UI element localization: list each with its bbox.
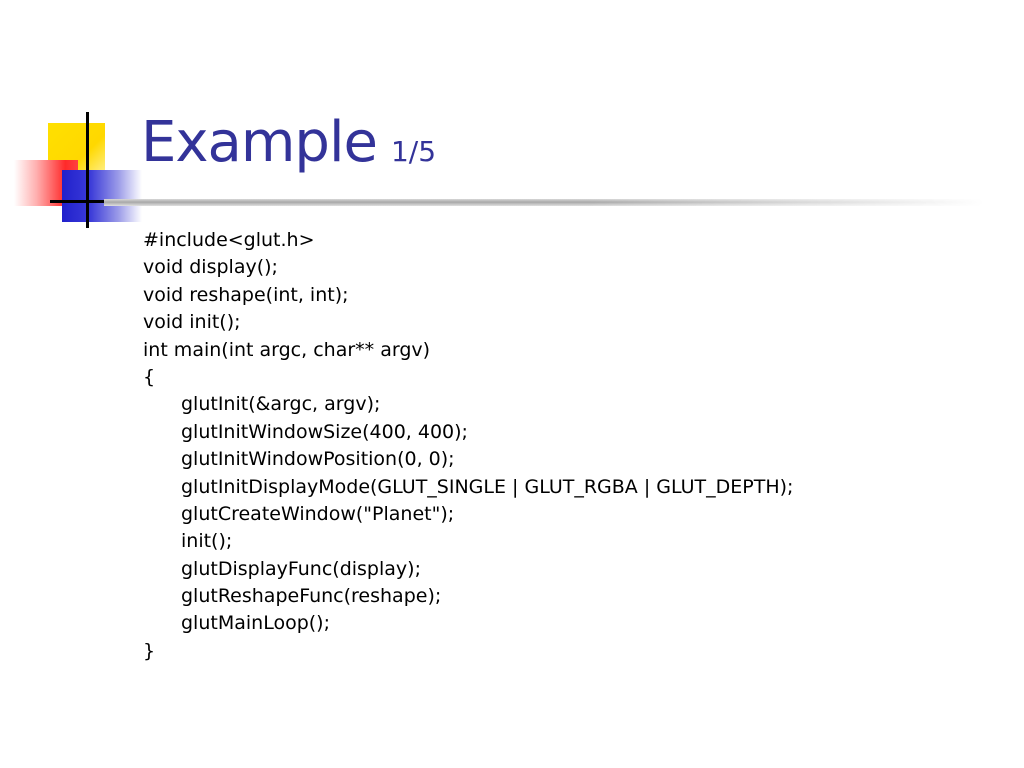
code-line: void init(); bbox=[143, 311, 241, 334]
title-page-indicator: 1/5 bbox=[390, 135, 437, 168]
code-line: glutDisplayFunc(display); bbox=[181, 557, 421, 580]
logo-vertical-line bbox=[86, 112, 89, 228]
slide-title: Example 1/5 bbox=[141, 110, 436, 175]
code-line: int main(int argc, char** argv) bbox=[143, 338, 431, 361]
code-line: glutInitDisplayMode(GLUT_SINGLE | GLUT_R… bbox=[181, 475, 794, 498]
code-line: void display(); bbox=[143, 256, 278, 279]
logo-blue-square bbox=[62, 170, 142, 222]
title-text: Example bbox=[141, 110, 378, 175]
logo-horizontal-line bbox=[50, 200, 140, 203]
code-line: { bbox=[143, 365, 156, 388]
code-line: glutMainLoop(); bbox=[181, 612, 330, 635]
code-line: glutInitWindowSize(400, 400); bbox=[181, 420, 468, 443]
code-line: glutInitWindowPosition(0, 0); bbox=[181, 448, 455, 471]
code-line: glutReshapeFunc(reshape); bbox=[181, 585, 442, 608]
code-line: glutInit(&argc, argv); bbox=[181, 393, 381, 416]
code-line: glutCreateWindow("Planet"); bbox=[181, 502, 455, 525]
code-line: void reshape(int, int); bbox=[143, 283, 349, 306]
title-underline-rule bbox=[104, 199, 984, 206]
code-line: init(); bbox=[181, 530, 233, 553]
code-listing: #include<glut.h> void display(); void resh… bbox=[143, 227, 793, 665]
code-line: } bbox=[143, 639, 156, 662]
code-line: #include<glut.h> bbox=[143, 229, 315, 251]
